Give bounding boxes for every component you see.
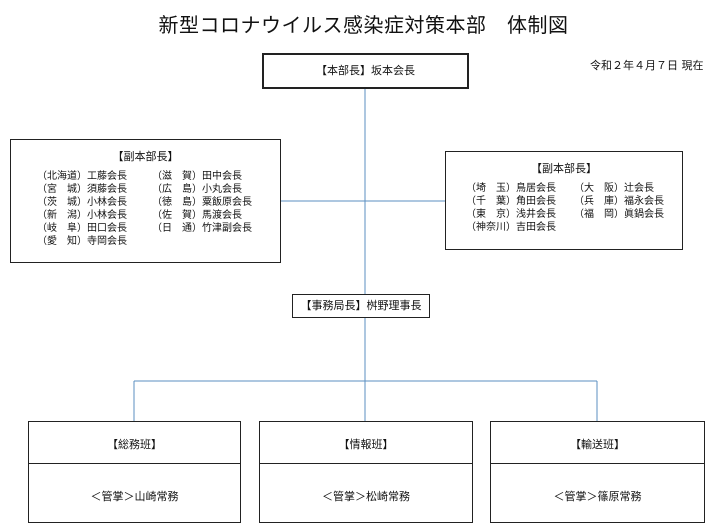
member-item: （大 阪）辻会長 — [574, 183, 654, 194]
unit-box-information: 【情報班】 ＜管掌＞松崎常務 — [259, 421, 473, 523]
deputy-right-column-1: （埼 玉）鳥居会長 （千 葉）角田会長 （東 京）浅井会長 （神奈川）吉田会長 — [466, 182, 556, 234]
unit-box-general-affairs: 【総務班】 ＜管掌＞山崎常務 — [28, 421, 241, 523]
member-item: （東 京）浅井会長 — [466, 209, 556, 220]
member-item: （新 潟）小林会長 — [37, 210, 127, 221]
member-item: （埼 玉）鳥居会長 — [466, 183, 556, 194]
deputy-left-heading: 【副本部長】 — [112, 150, 179, 163]
chief-label: 【本部長】坂本会長 — [316, 64, 415, 77]
deputy-right-heading: 【副本部長】 — [531, 162, 597, 175]
page-title: 新型コロナウイルス感染症対策本部 体制図 — [158, 13, 569, 37]
deputy-left-column-2: （滋 賀）田中会長 （広 島）小丸会長 （徳 島）粟飯原会長 （佐 賀）馬渡会長… — [152, 170, 252, 235]
unit-name: 【輸送班】 — [570, 438, 625, 451]
secretariat-label: 【事務局長】桝野理事長 — [300, 299, 422, 312]
member-item: （北海道）工藤会長 — [37, 171, 127, 182]
member-item: （宮 城）須藤会長 — [37, 184, 127, 195]
unit-name: 【総務班】 — [107, 438, 162, 451]
member-item: （広 島）小丸会長 — [152, 184, 242, 195]
unit-manager: ＜管掌＞篠原常務 — [553, 490, 642, 503]
member-item: （滋 賀）田中会長 — [152, 171, 242, 182]
unit-divider — [491, 463, 704, 464]
deputy-right-column-2: （大 阪）辻会長 （兵 庫）福永会長 （福 岡）眞鍋会長 — [574, 182, 664, 221]
chief-box: 【本部長】坂本会長 — [262, 53, 469, 89]
as-of-date: 令和２年４月７日 現在 — [590, 59, 704, 72]
unit-name: 【情報班】 — [338, 438, 394, 451]
deputy-box-left: 【副本部長】 （北海道）工藤会長 （宮 城）須藤会長 （茨 城）小林会長 （新 … — [10, 139, 281, 263]
member-item: （兵 庫）福永会長 — [574, 196, 664, 207]
deputy-left-column-1: （北海道）工藤会長 （宮 城）須藤会長 （茨 城）小林会長 （新 潟）小林会長 … — [37, 170, 127, 248]
unit-divider — [29, 463, 240, 464]
unit-divider — [260, 463, 472, 464]
unit-manager: ＜管掌＞松崎常務 — [322, 490, 410, 503]
member-item: （日 通）竹津副会長 — [152, 223, 252, 234]
member-item: （茨 城）小林会長 — [37, 197, 127, 208]
unit-manager: ＜管掌＞山崎常務 — [90, 490, 179, 503]
member-item: （千 葉）角田会長 — [466, 196, 556, 207]
member-item: （神奈川）吉田会長 — [466, 222, 556, 233]
member-item: （愛 知）寺岡会長 — [37, 236, 127, 247]
member-item: （徳 島）粟飯原会長 — [152, 197, 252, 208]
member-item: （岐 阜）田口会長 — [37, 223, 127, 234]
deputy-box-right: 【副本部長】 （埼 玉）鳥居会長 （千 葉）角田会長 （東 京）浅井会長 （神奈… — [445, 151, 683, 250]
unit-box-transport: 【輸送班】 ＜管掌＞篠原常務 — [490, 421, 705, 523]
secretariat-box: 【事務局長】桝野理事長 — [292, 294, 430, 318]
member-item: （佐 賀）馬渡会長 — [152, 210, 242, 221]
member-item: （福 岡）眞鍋会長 — [574, 209, 664, 220]
